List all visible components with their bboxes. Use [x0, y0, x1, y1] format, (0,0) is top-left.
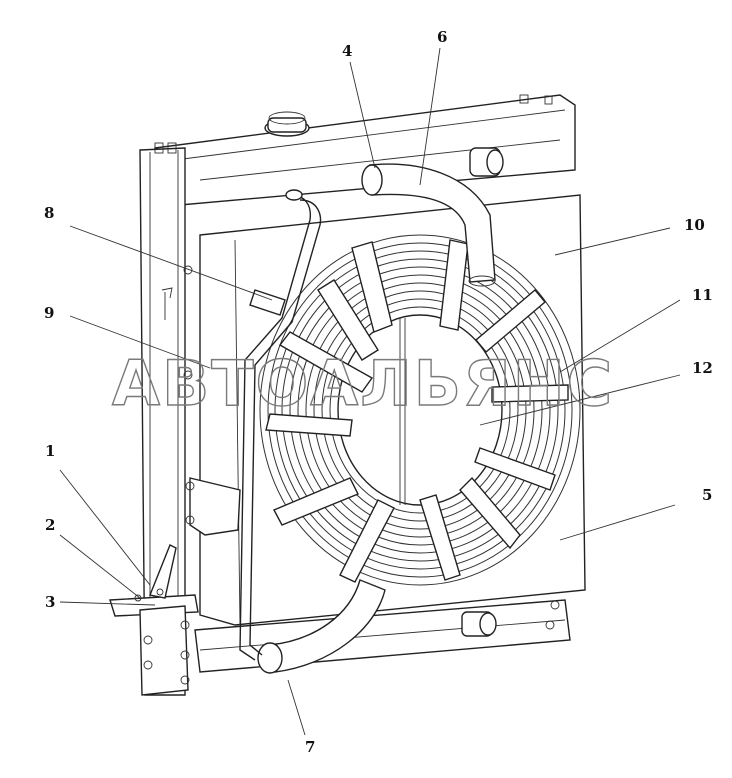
- callout-2: 2: [45, 516, 55, 534]
- leader-lines: [59, 47, 681, 736]
- callout-10: 10: [684, 216, 705, 234]
- lower-hose: [257, 579, 386, 674]
- upper-hose: [361, 163, 496, 287]
- callout-12: 12: [692, 359, 713, 377]
- callout-labels: 1 2 3 4 5 6 7 8 9 10 11 12: [44, 28, 713, 756]
- coil-clamps: [265, 239, 569, 583]
- callout-6: 6: [437, 28, 447, 46]
- mounting-bracket: [109, 544, 199, 696]
- callout-5: 5: [702, 486, 712, 504]
- callout-9: 9: [44, 304, 54, 322]
- callout-3: 3: [45, 593, 55, 611]
- watermark-text: АВТОАЛЬЯНС: [112, 347, 614, 420]
- overflow-pipe: [239, 189, 322, 661]
- side-bracket: [185, 477, 241, 536]
- callout-8: 8: [44, 204, 54, 222]
- callout-4: 4: [342, 42, 352, 60]
- callout-1: 1: [45, 442, 55, 460]
- callout-11: 11: [692, 286, 713, 304]
- callout-7: 7: [305, 738, 315, 756]
- oil-cooler-coil: [259, 234, 581, 586]
